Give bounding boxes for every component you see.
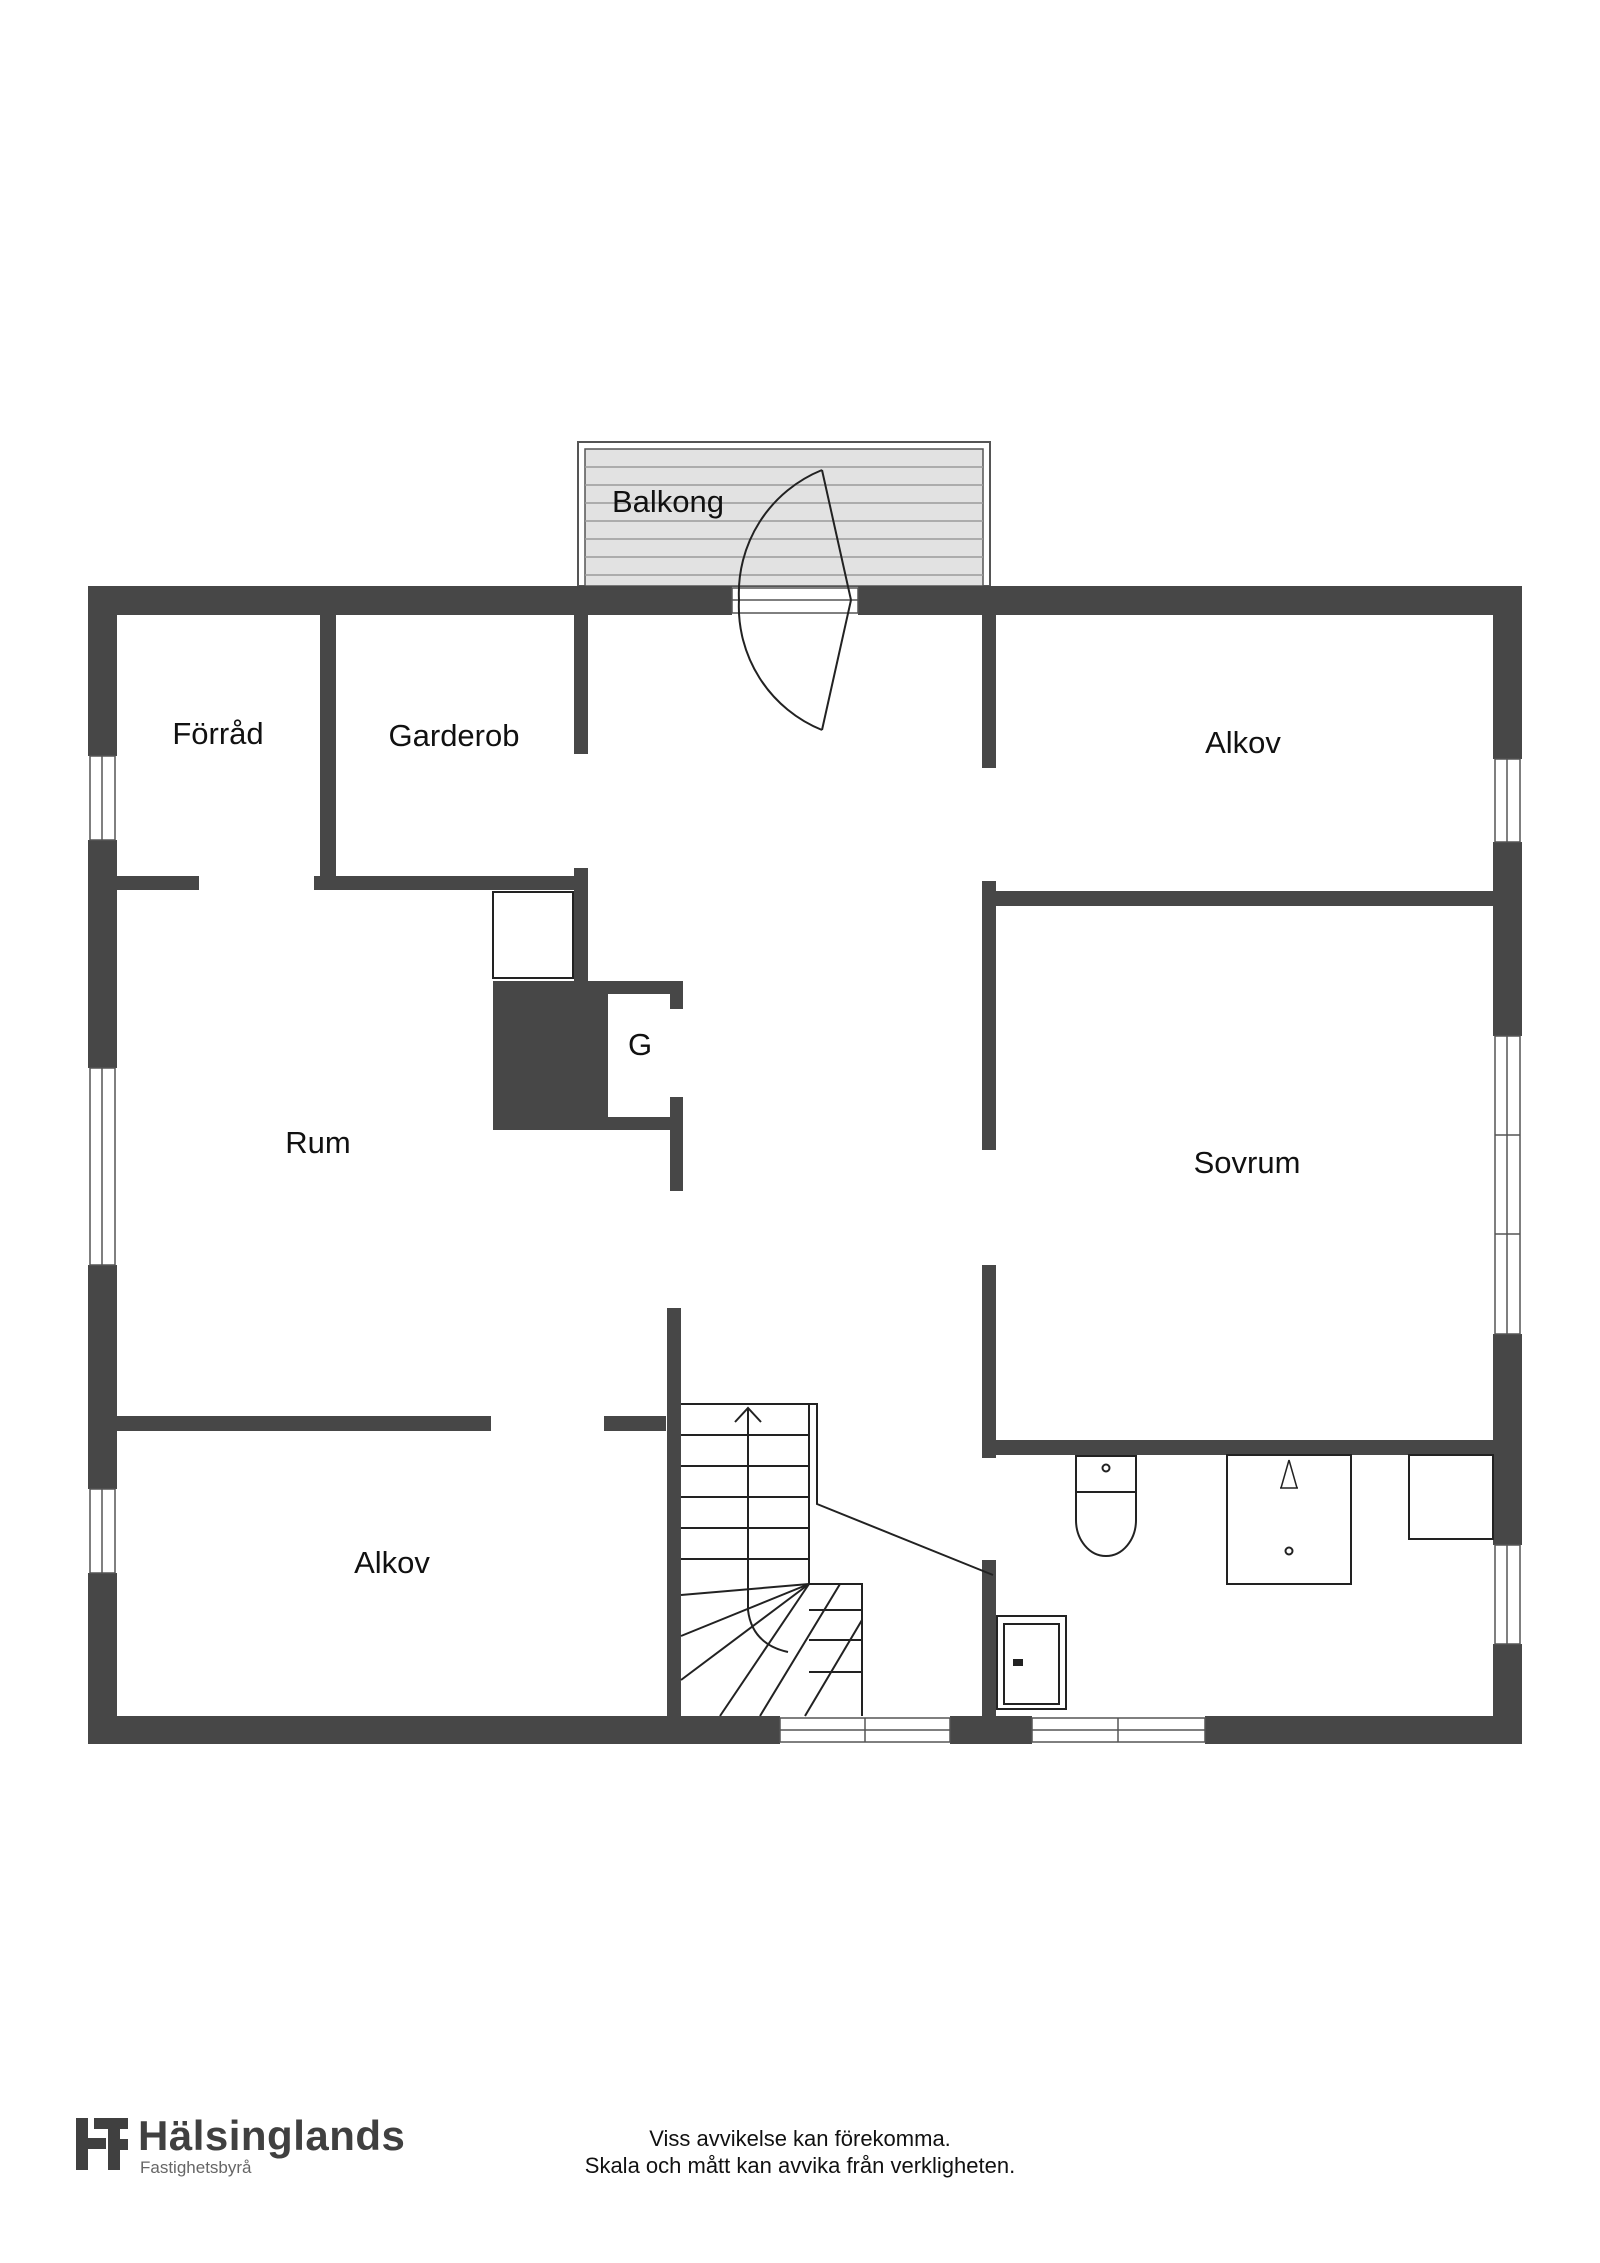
disclaimer-line-2: Skala och mått kan avvika från verklighe… [584,2153,1016,2178]
room-labels: Balkong Förråd Garderob Alkov G Rum Sovr… [172,484,1300,1580]
brand-logo: Hälsinglands Fastighetsbyrå [76,2112,436,2177]
staircase [680,1403,994,1717]
walls [88,586,1522,1744]
label-sovrum: Sovrum [1194,1145,1301,1180]
windows [89,755,1521,1743]
toilet-tank [1075,1455,1137,1493]
label-forrad: Förråd [172,716,263,751]
cabinet [1408,1454,1494,1540]
disclaimer: Viss avvikelse kan förekomma. Skala och … [520,2125,1080,2179]
balcony [577,441,991,587]
bathroom-fixtures [996,1454,1494,1710]
label-rum: Rum [285,1125,350,1160]
disclaimer-line-1: Viss avvikelse kan förekomma. [649,2126,951,2151]
label-alkov-top: Alkov [1205,725,1281,760]
brand-mark-icon [76,2118,128,2170]
storage-box [492,891,574,979]
balcony-door [731,469,859,731]
label-balkong: Balkong [612,484,724,519]
brand-name: Hälsinglands [138,2112,406,2159]
shower [1226,1454,1352,1585]
label-alkov-bottom: Alkov [354,1545,430,1580]
brand-subtitle: Fastighetsbyrå [140,2158,252,2177]
label-g: G [628,1027,652,1062]
label-garderob: Garderob [389,718,520,753]
